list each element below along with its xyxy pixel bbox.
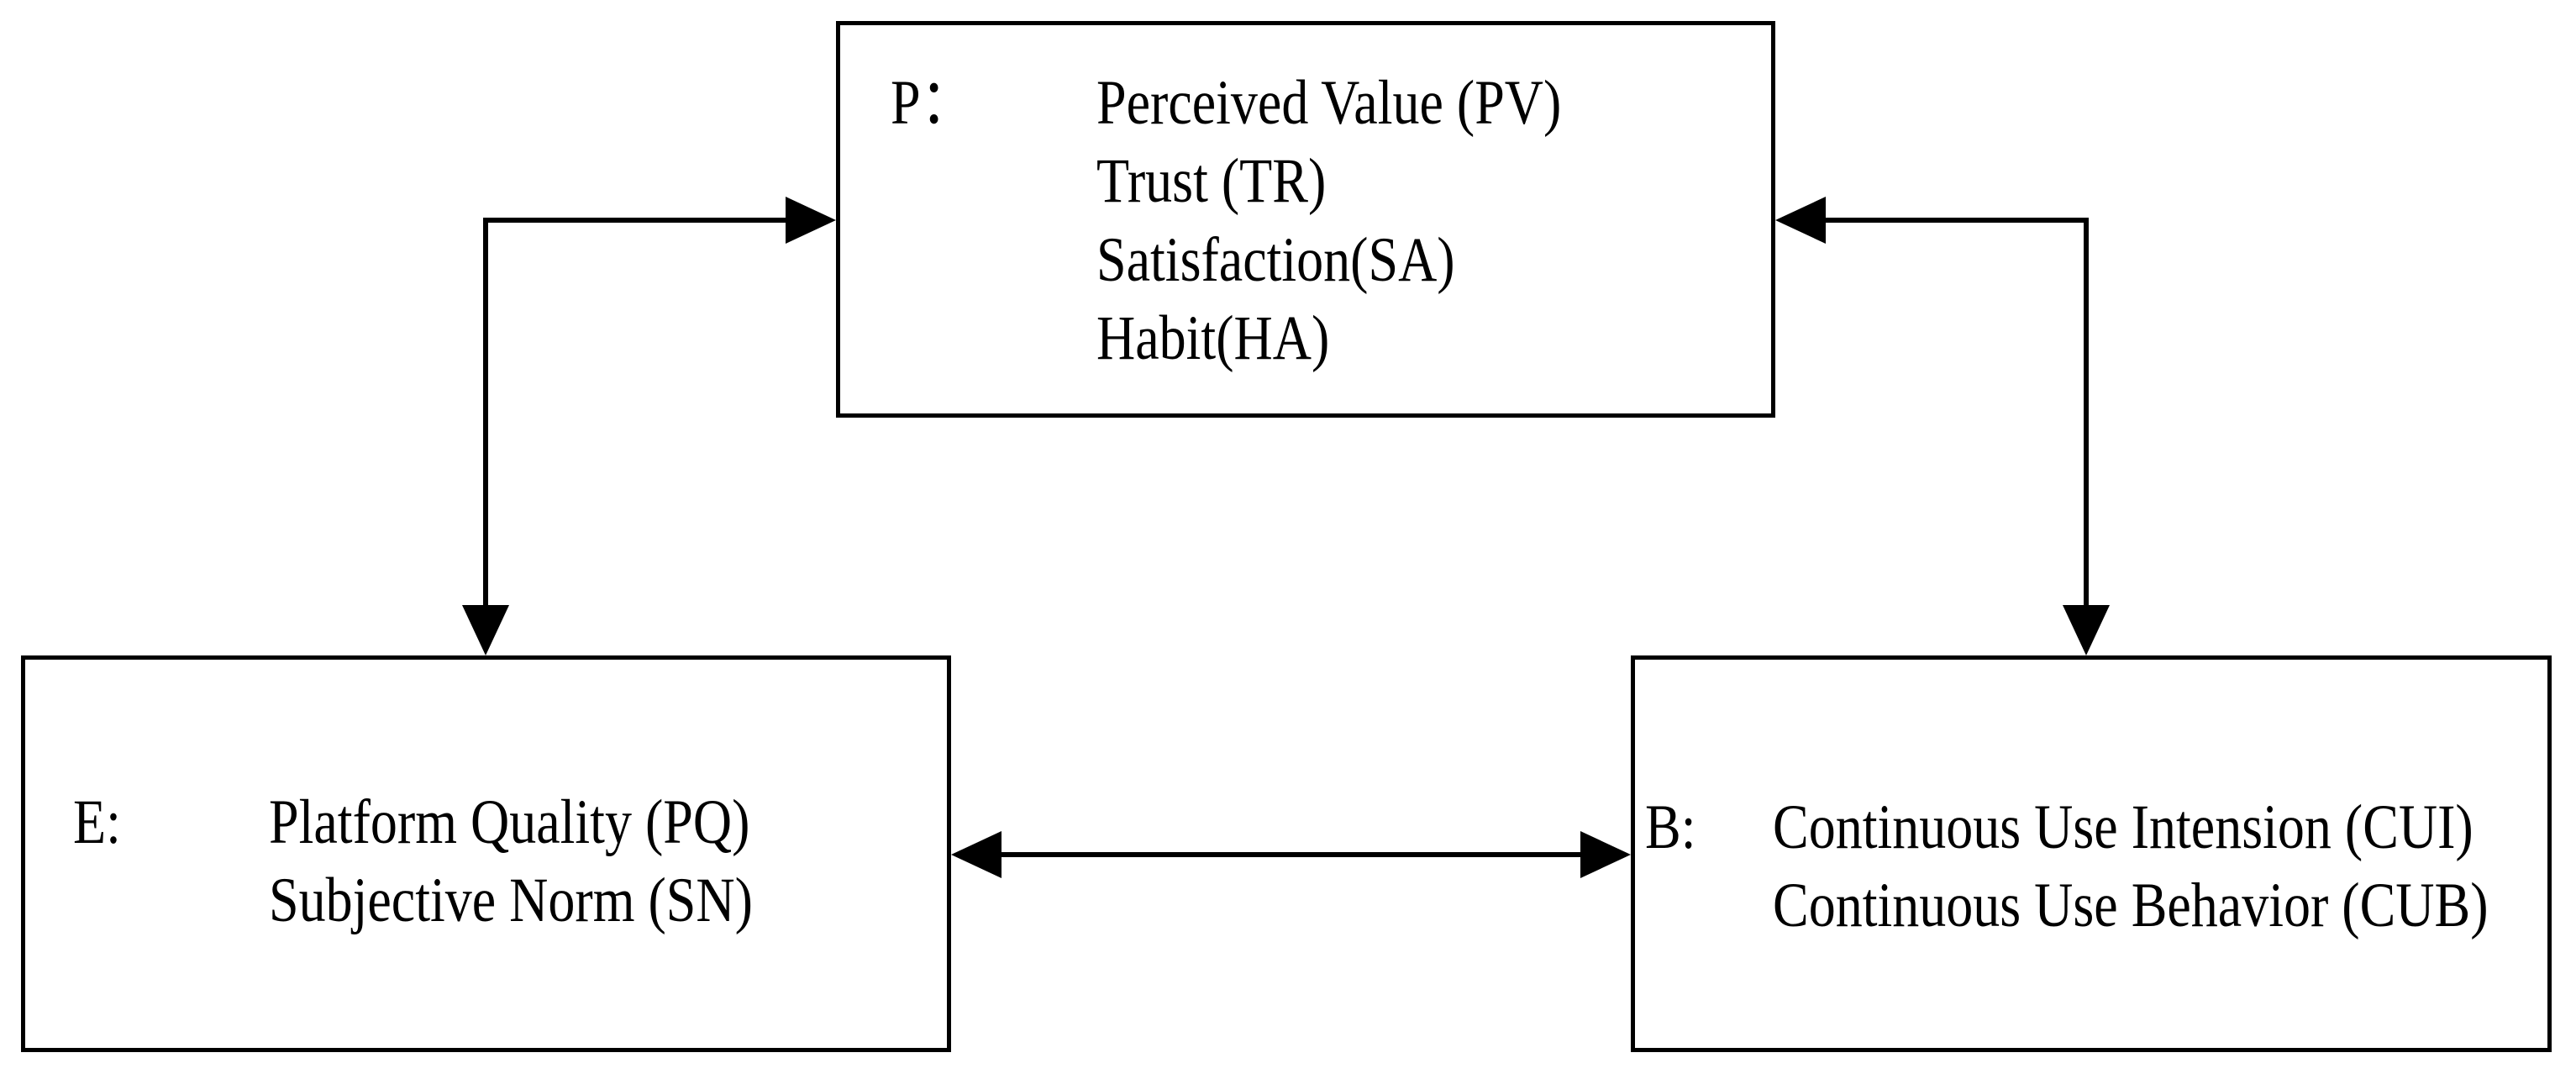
box-e-item-platform-quality: Platform Quality (PQ): [269, 786, 750, 857]
box-p-item-habit: Habit(HA): [1096, 302, 1330, 373]
box-p-item-satisfaction: Satisfaction(SA): [1096, 224, 1455, 295]
box-p-label: P：: [891, 66, 975, 138]
connector-e-b-line: [996, 852, 1584, 857]
arrowhead-into-p-right-icon: [1775, 197, 1826, 244]
box-p-item-perceived-value: Perceived Value (PV): [1096, 66, 1562, 138]
connector-p-b-vertical-line: [2084, 218, 2089, 610]
arrowhead-into-b-top-icon: [2063, 605, 2110, 655]
arrowhead-into-e-top-icon: [462, 605, 509, 655]
connector-e-p-horizontal-line: [483, 218, 791, 223]
connector-e-p-vertical-line: [483, 218, 488, 610]
arrowhead-into-b-left-icon: [1580, 831, 1631, 878]
arrowhead-into-e-right-icon: [951, 831, 1001, 878]
box-e-label: E:: [73, 786, 121, 857]
box-p-psychology-constructs: [836, 21, 1775, 418]
box-e-environment-constructs: [21, 655, 951, 1052]
box-b-label: B:: [1645, 791, 1696, 862]
connector-p-b-horizontal-line: [1822, 218, 2089, 223]
box-b-behavior-constructs: [1631, 655, 2552, 1052]
box-e-item-subjective-norm: Subjective Norm (SN): [269, 864, 753, 935]
arrowhead-into-p-left-icon: [786, 197, 836, 244]
box-p-item-trust: Trust (TR): [1096, 145, 1327, 216]
box-b-item-continuous-use-behavior: Continuous Use Behavior (CUB): [1773, 869, 2489, 940]
box-b-item-continuous-use-intension: Continuous Use Intension (CUI): [1773, 791, 2473, 862]
